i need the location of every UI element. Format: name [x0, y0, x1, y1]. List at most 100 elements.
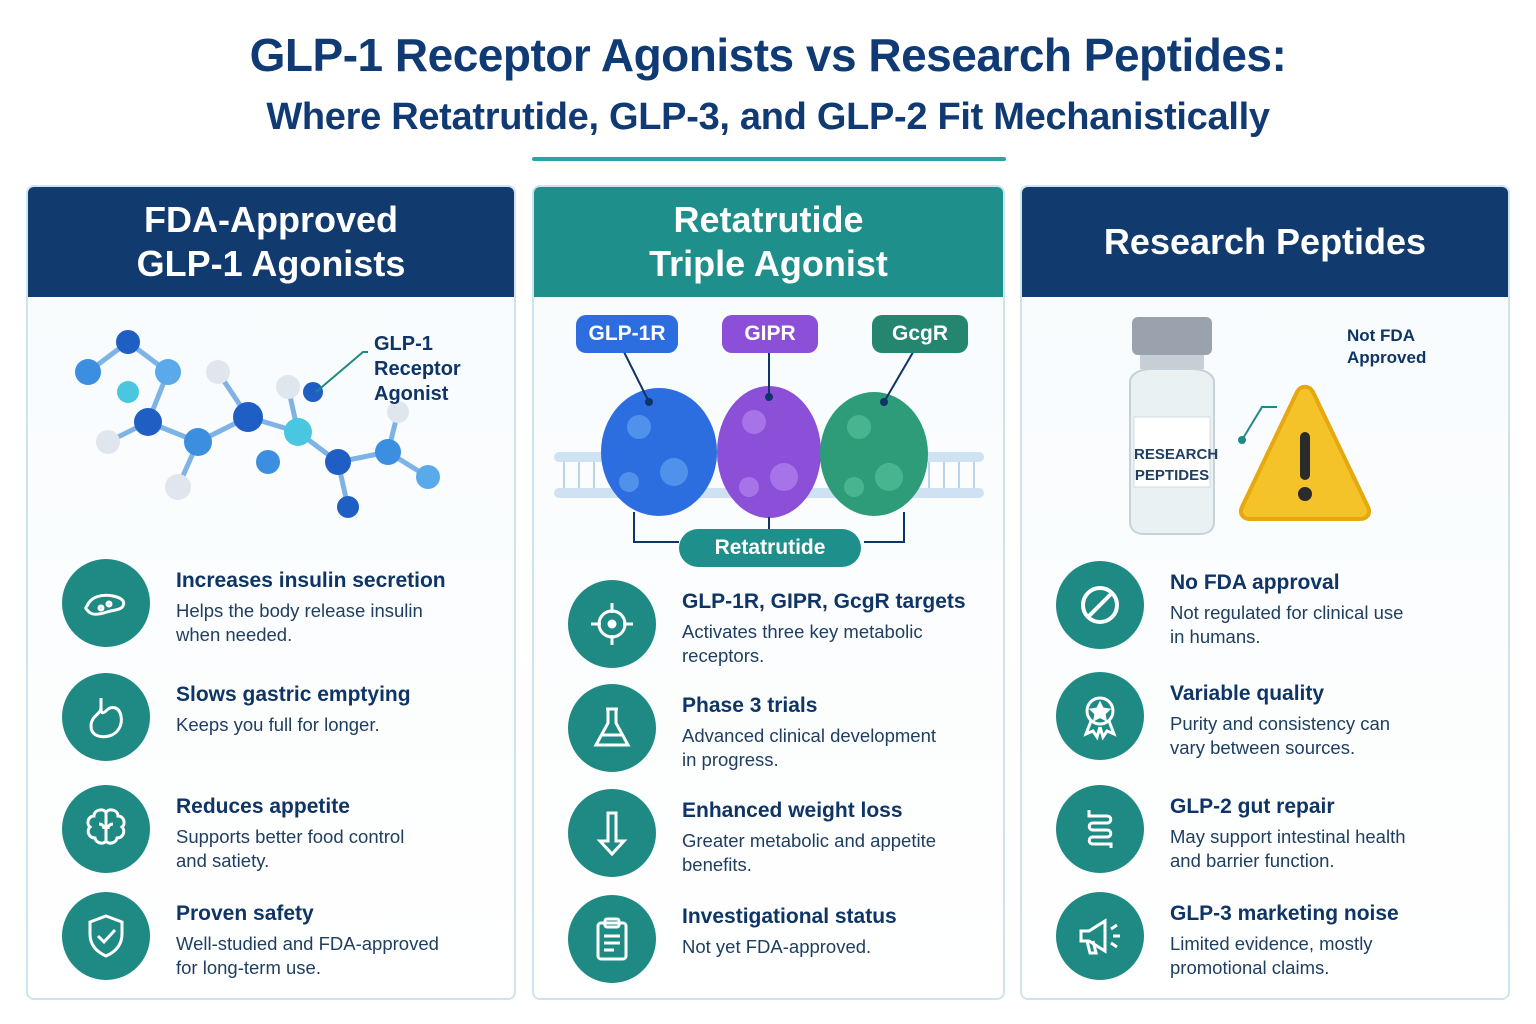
- feature-description: Not yet FDA-approved.: [682, 935, 982, 959]
- callout-line: Agonist: [374, 383, 449, 405]
- vial-warning-illustration: [1129, 317, 1371, 535]
- not-fda-approved-callout: Not FDA Approved: [1347, 325, 1426, 369]
- drug-label-retatrutide: Retatrutide: [679, 529, 861, 567]
- description-line: when needed.: [176, 624, 293, 645]
- feature-title: Slows gastric emptying: [176, 683, 411, 706]
- description-line: and barrier function.: [1170, 850, 1335, 871]
- description-line: vary between sources.: [1170, 737, 1356, 758]
- feature-description: Limited evidence, mostly promotional clai…: [1170, 932, 1470, 980]
- feature-description: Advanced clinical development in progress…: [682, 724, 982, 772]
- description-line: Helps the body release insulin: [176, 600, 423, 621]
- megaphone-icon: [1056, 892, 1144, 980]
- description-line: Keeps you full for longer.: [176, 714, 380, 735]
- feature-title: Enhanced weight loss: [682, 799, 903, 822]
- feature-item: Investigational status Not yet FDA-appro…: [534, 895, 1003, 995]
- feature-title: GLP-1R, GIPR, GcgR targets: [682, 590, 966, 613]
- stomach-icon: [62, 673, 150, 761]
- callout-line: Not FDA: [1347, 326, 1415, 345]
- feature-title: No FDA approval: [1170, 571, 1340, 594]
- feature-item: GLP-3 marketing noise Limited evidence, …: [1022, 892, 1508, 992]
- callout-line: Approved: [1347, 348, 1427, 367]
- description-line: in humans.: [1170, 626, 1261, 647]
- receptor-label-gcgr: GcgR: [872, 315, 968, 353]
- receptor-membrane-illustration: [554, 341, 984, 543]
- description-line: and satiety.: [176, 850, 270, 871]
- feature-item: Enhanced weight loss Greater metabolic a…: [534, 789, 1003, 889]
- badge-star-icon: [1056, 672, 1144, 760]
- description-line: Limited evidence, mostly: [1170, 933, 1373, 954]
- column-header-line2: Triple Agonist: [649, 243, 888, 284]
- feature-description: Supports better food control and satiety.: [176, 825, 476, 873]
- callout-line: GLP-1: [374, 333, 433, 355]
- prohibited-icon: [1056, 561, 1144, 649]
- feature-description: May support intestinal health and barrier…: [1170, 825, 1470, 873]
- description-line: Greater metabolic and appetite: [682, 830, 937, 851]
- molecule-illustration: [75, 330, 440, 518]
- description-line: Activates three key metabolic: [682, 621, 923, 642]
- feature-description: Greater metabolic and appetite benefits.: [682, 829, 982, 877]
- feature-title: GLP-2 gut repair: [1170, 795, 1335, 818]
- vial-label-line: PEPTIDES: [1134, 467, 1210, 484]
- feature-item: Slows gastric emptying Keeps you full fo…: [28, 673, 514, 773]
- intestine-icon: [1056, 785, 1144, 873]
- vial-label: RESEARCH PEPTIDES: [1134, 444, 1219, 486]
- receptor-label-gipr: GIPR: [722, 315, 818, 353]
- feature-item: Variable quality Purity and consistency …: [1022, 672, 1508, 772]
- feature-item: GLP-1R, GIPR, GcgR targets Activates thr…: [534, 580, 1003, 680]
- description-line: Not regulated for clinical use: [1170, 602, 1404, 623]
- page-subtitle: Where Retatrutide, GLP-3, and GLP-2 Fit …: [266, 96, 1270, 138]
- feature-title: Increases insulin secretion: [176, 569, 446, 592]
- column-header-line1: Research Peptides: [1103, 221, 1427, 262]
- feature-title: Variable quality: [1170, 682, 1325, 705]
- feature-description: Keeps you full for longer.: [176, 713, 476, 737]
- description-line: in progress.: [682, 749, 779, 770]
- feature-item: Reduces appetite Supports better food co…: [28, 785, 514, 885]
- pancreas-icon: [62, 559, 150, 647]
- description-line: promotional claims.: [1170, 957, 1330, 978]
- clipboard-icon: [568, 895, 656, 983]
- column-header-line1: FDA-Approved: [144, 199, 398, 240]
- feature-title: Investigational status: [682, 905, 897, 928]
- target-icon: [568, 580, 656, 668]
- description-line: benefits.: [682, 854, 752, 875]
- feature-title: Proven safety: [176, 902, 314, 925]
- feature-title: Reduces appetite: [176, 795, 350, 818]
- down-arrow-icon: [568, 789, 656, 877]
- glp1-receptor-callout: GLP-1 Receptor Agonist: [374, 332, 461, 407]
- flask-icon: [568, 684, 656, 772]
- feature-item: GLP-2 gut repair May support intestinal …: [1022, 785, 1508, 885]
- column-header-line1: Retatrutide: [673, 199, 864, 240]
- description-line: Advanced clinical development: [682, 725, 937, 746]
- callout-line: Receptor: [374, 358, 461, 380]
- column-header-line2: GLP-1 Agonists: [136, 243, 406, 284]
- brain-icon: [62, 785, 150, 873]
- description-line: receptors.: [682, 645, 765, 666]
- feature-description: Helps the body release insulin when neede…: [176, 599, 476, 647]
- description-line: for long-term use.: [176, 957, 321, 978]
- feature-description: Activates three key metabolic receptors.: [682, 620, 982, 668]
- feature-description: Purity and consistency can vary between s…: [1170, 712, 1470, 760]
- description-line: Purity and consistency can: [1170, 713, 1391, 734]
- page-title: GLP-1 Receptor Agonists vs Research Pept…: [249, 29, 1287, 81]
- description-line: Supports better food control: [176, 826, 405, 847]
- description-line: Well-studied and FDA-approved: [176, 933, 439, 954]
- description-line: May support intestinal health: [1170, 826, 1406, 847]
- vial-label-line: RESEARCH: [1134, 446, 1219, 463]
- feature-item: No FDA approval Not regulated for clinic…: [1022, 561, 1508, 661]
- feature-item: Proven safety Well-studied and FDA-appro…: [28, 892, 514, 992]
- description-line: Not yet FDA-approved.: [682, 936, 872, 957]
- title-divider: [532, 157, 1006, 161]
- feature-item: Increases insulin secretion Helps the bo…: [28, 559, 514, 659]
- feature-description: Well-studied and FDA-approved for long-te…: [176, 932, 476, 980]
- feature-item: Phase 3 trials Advanced clinical develop…: [534, 684, 1003, 784]
- column-research-peptides: Research Peptides RESEARCH PEPTIDES Not …: [1020, 185, 1510, 1000]
- receptor-label-glp1r: GLP-1R: [576, 315, 678, 353]
- shield-check-icon: [62, 892, 150, 980]
- feature-title: GLP-3 marketing noise: [1170, 902, 1399, 925]
- column-header: Research Peptides: [1022, 187, 1508, 297]
- feature-description: Not regulated for clinical use in humans.: [1170, 601, 1470, 649]
